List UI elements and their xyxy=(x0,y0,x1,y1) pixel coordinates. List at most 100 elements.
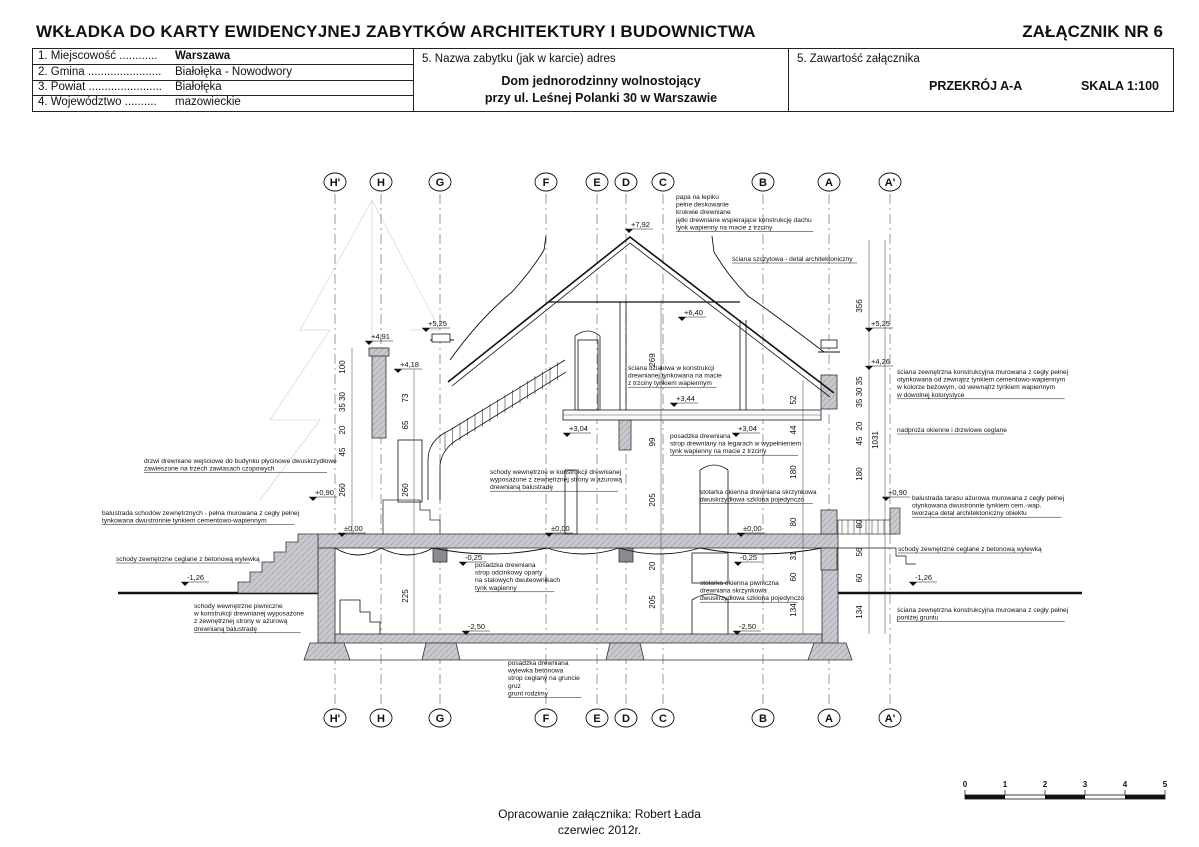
note-line: strop odcinkowy oparty xyxy=(475,570,543,577)
level-marker xyxy=(732,433,740,437)
dimension-text: 35 30 xyxy=(338,391,347,412)
interior-stairs xyxy=(339,359,567,634)
location-row: 1. Miejscowość ............Warszawa xyxy=(33,49,413,65)
axis-bubble xyxy=(817,708,841,728)
row-value: Białołęka xyxy=(175,81,222,93)
axis-bubble xyxy=(751,708,775,728)
dimension-text: 134 xyxy=(789,603,798,617)
note-line: posadzka drewniana xyxy=(475,562,536,569)
scale-tick-label: 3 xyxy=(1083,780,1088,789)
axis-bubble xyxy=(651,172,675,192)
dimension-text: 52 xyxy=(789,395,798,404)
scale-tick-label: 4 xyxy=(1123,780,1128,789)
note-line: tynk wapienny xyxy=(475,585,517,592)
monument-name-line2: przy ul. Leśnej Polanki 30 w Warszawie xyxy=(484,91,718,105)
scale-tick-label: 1 xyxy=(1003,780,1008,789)
axis-bubble xyxy=(428,172,452,192)
annotation-note: ściana działowa w konstrukcjidrewnianej … xyxy=(628,365,722,388)
note-line: gruz xyxy=(508,683,521,690)
level-text: +6,40 xyxy=(684,308,703,317)
location-row: 3. Powiat ....................... Białołę… xyxy=(33,80,413,96)
section-name: PRZEKRÓJ A-A xyxy=(929,79,1023,93)
level-marker xyxy=(462,631,470,635)
axis-label: H' xyxy=(330,177,341,189)
dimension-text: 205 xyxy=(648,493,657,507)
axis-bubble xyxy=(323,172,347,192)
level-marker xyxy=(545,533,553,537)
axis-label: H' xyxy=(330,713,341,725)
level-text: -1,26 xyxy=(187,573,204,582)
level-marker xyxy=(670,403,678,407)
note-line: balustrada tarasu ażurowa murowana z ceg… xyxy=(912,495,1065,502)
row-label: 4. Województwo .......... xyxy=(38,96,157,108)
note-line: dwuskrzydłowa szklona pojedynczo xyxy=(700,595,804,602)
row-label: 3. Powiat ....................... xyxy=(38,81,162,93)
note-line: otynkowana dwustronnie tynkiem cem.-wap. xyxy=(912,503,1042,510)
level-text: +0,90 xyxy=(315,488,334,497)
note-line: strop drewniany na legarach w wypełnieni… xyxy=(670,441,802,448)
note-line: ściana zewnętrzna konstrukcyjna murowana… xyxy=(897,607,1069,614)
note-line: papa na lepiku xyxy=(676,194,719,201)
dimension-text: 44 xyxy=(789,425,798,434)
note-line: tynk wapienny na macie z trzciny xyxy=(670,448,767,455)
axis-bubble xyxy=(614,172,638,192)
dimension-text: 100 xyxy=(338,360,347,374)
header-table: 1. Miejscowość ............Warszawa 2. G… xyxy=(32,48,1174,112)
entrance-door xyxy=(397,439,423,503)
annotation-note: drzwi drewniane wejściowe do budynku pły… xyxy=(144,458,337,473)
dimension-text: 180 xyxy=(789,465,798,479)
axis-label: C xyxy=(659,177,667,189)
basement-structure xyxy=(303,533,853,661)
annotation-note: nadproża okienne i drzwiowe ceglane xyxy=(897,427,1007,435)
axis-label: A' xyxy=(885,177,896,189)
annex-number: ZAŁĄCZNIK NR 6 xyxy=(1022,22,1163,41)
roof xyxy=(430,235,840,410)
level-marker xyxy=(733,631,741,635)
doors-windows xyxy=(397,330,729,634)
axis-grid xyxy=(334,194,891,708)
level-text: +4,18 xyxy=(400,360,419,369)
note-line: drewniana skrzynkowa xyxy=(700,588,767,595)
note-line: schody zewnętrzne ceglane z betonową wyl… xyxy=(116,556,260,563)
dimension-text: 20 xyxy=(338,425,347,434)
note-line: tynk wapienny na macie z trzciny xyxy=(676,224,773,231)
note-line: stolarka okienna piwniczna xyxy=(700,580,779,587)
dimension-text: 260 xyxy=(401,483,410,497)
axis-label: C xyxy=(659,713,667,725)
annotation-note: balustrada schodów zewnętrznych - pełna … xyxy=(102,510,300,525)
note-line: w konstrukcji drewnianej wyposażone xyxy=(193,611,304,618)
axis-label: F xyxy=(543,177,550,189)
dimension-text: 73 xyxy=(401,393,410,402)
note-line: grunt rodzimy xyxy=(508,690,549,697)
level-marker xyxy=(309,497,317,501)
axis-bubble xyxy=(614,708,638,728)
monument-head: 5. Nazwa zabytku (jak w karcie) adres xyxy=(422,53,616,65)
axis-label: H xyxy=(377,177,385,189)
note-line: z zewnętrznej strony w ażurową xyxy=(194,618,288,625)
level-text: +3,44 xyxy=(676,394,695,403)
note-line: drzwi drewniane wejściowe do budynku pły… xyxy=(144,458,337,465)
note-line: pełne deskowanie xyxy=(676,202,729,209)
axis-label: E xyxy=(593,713,600,725)
location-cell: 1. Miejscowość ............Warszawa 2. G… xyxy=(33,49,414,111)
axis-bubble xyxy=(369,172,393,192)
note-line: posadzka drewniana xyxy=(670,433,731,440)
dimension-text: 80 xyxy=(789,517,798,526)
axis-label: B xyxy=(759,713,767,725)
axis-label: F xyxy=(543,713,550,725)
row-label: 2. Gmina ....................... xyxy=(38,66,162,78)
axis-label: E xyxy=(593,177,600,189)
dimension-text: 45 xyxy=(855,436,864,445)
dimension-text: 269 xyxy=(648,353,657,367)
axis-label: D xyxy=(622,713,630,725)
note-line: wylewka betonowa xyxy=(507,668,564,675)
axis-bubble xyxy=(369,708,393,728)
level-text: -0,25 xyxy=(740,553,757,562)
level-marker xyxy=(734,562,742,566)
content-cell: 5. Zawartość załącznika PRZEKRÓJ A-A SKA… xyxy=(789,49,1173,111)
note-line: w kolorze beżowym, od wewnątrz tynkiem w… xyxy=(896,384,1055,391)
level-text: +4,91 xyxy=(371,332,390,341)
level-text: ±0,00 xyxy=(344,524,363,533)
